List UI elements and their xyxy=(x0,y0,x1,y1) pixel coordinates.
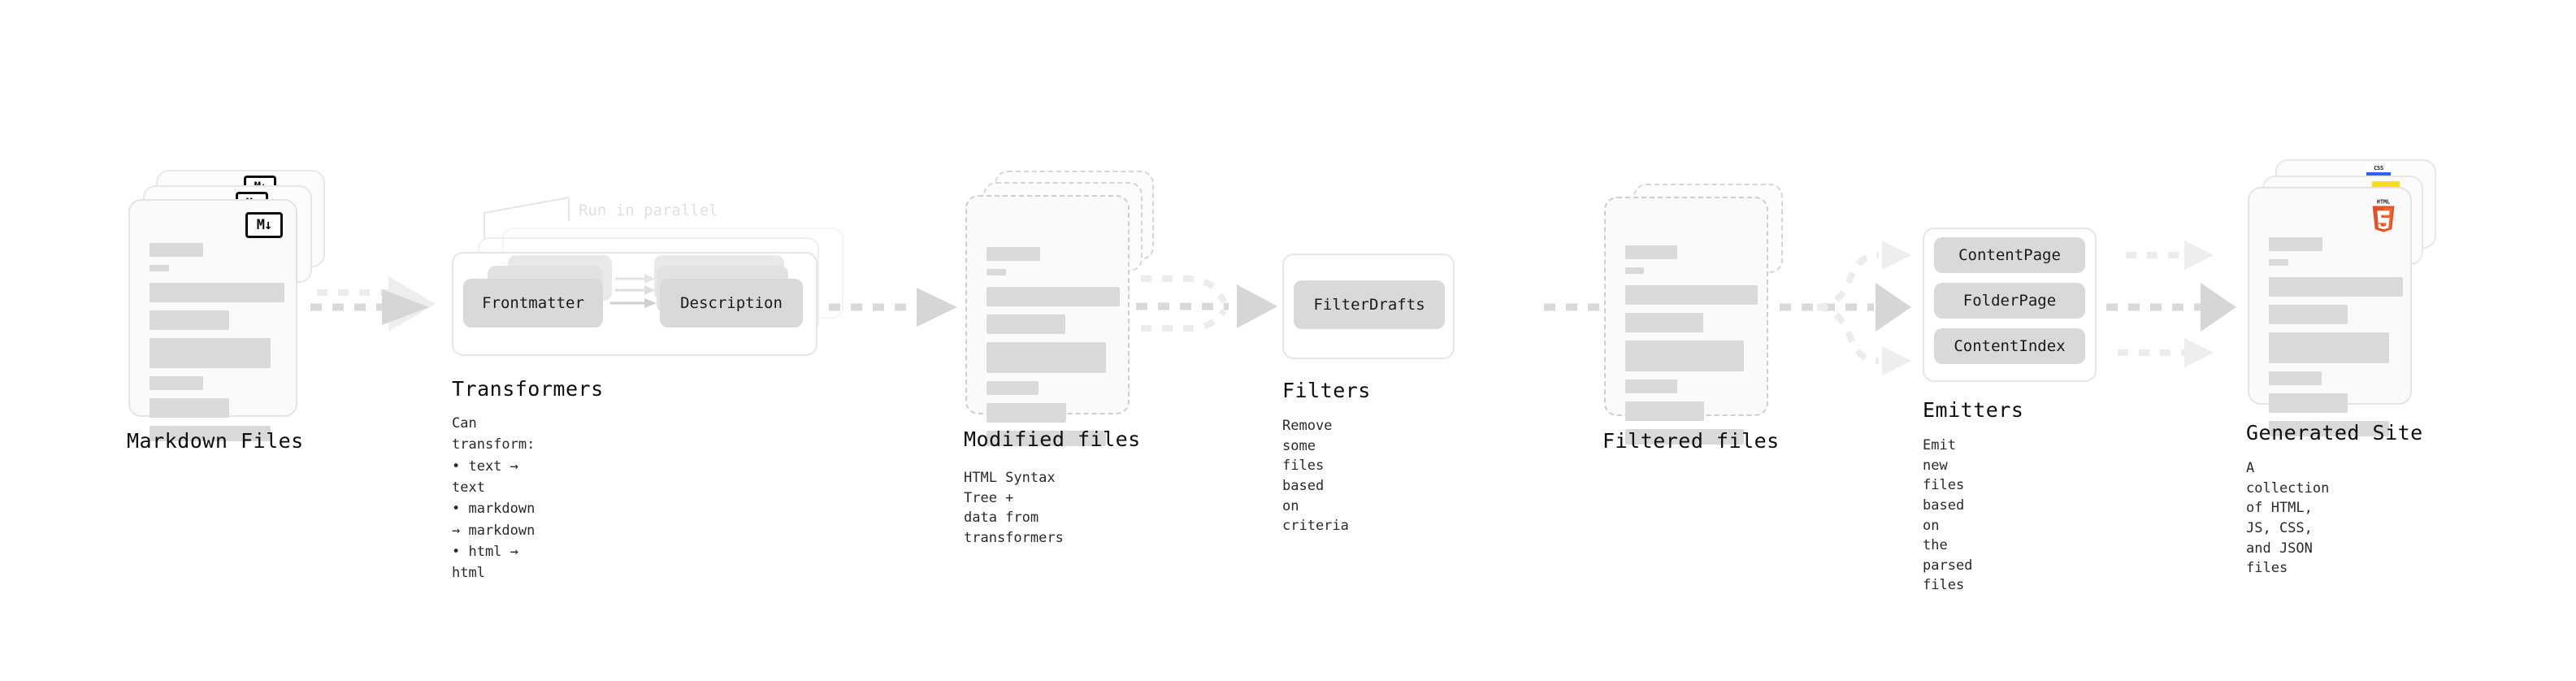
placeholder-line xyxy=(1625,313,1703,332)
placeholder-line xyxy=(1625,285,1758,305)
placeholder-line xyxy=(2269,371,2322,385)
arrow-modified-to-filters xyxy=(1136,275,1277,332)
transformer-pill-description[interactable]: Description xyxy=(660,279,803,327)
css-badge-label: CSS xyxy=(2374,165,2383,171)
emitter-pill-contentindex[interactable]: ContentIndex xyxy=(1934,328,2085,364)
placeholder-line xyxy=(2269,421,2389,436)
caption-sub-emitters: Emit new files based on the parsed files xyxy=(1923,437,1973,594)
placeholder-line xyxy=(2269,305,2348,324)
placeholder-line xyxy=(2269,237,2322,251)
placeholder-line xyxy=(987,269,1006,275)
placeholder-line xyxy=(150,243,203,257)
placeholder-lines xyxy=(150,243,284,449)
placeholder-line xyxy=(150,310,229,330)
placeholder-line xyxy=(987,381,1039,395)
caption-sub-modified-files: HTML Syntax Tree + data from transformer… xyxy=(964,470,1064,546)
placeholder-line xyxy=(150,283,284,302)
placeholder-line xyxy=(987,403,1066,423)
placeholder-line xyxy=(1625,401,1704,421)
placeholder-lines xyxy=(2269,237,2403,445)
filter-pill-filterdrafts[interactable]: FilterDrafts xyxy=(1294,280,1445,329)
arrow-emitters-to-site xyxy=(2106,241,2236,367)
markdown-badge-front: M↓ xyxy=(245,212,283,238)
caption-sub-generated-site: A collection of HTML, JS, CSS, and JSON … xyxy=(2246,460,2330,577)
placeholder-line xyxy=(2269,393,2348,413)
caption-sub-transformers: Can transform: • text → text • markdown … xyxy=(452,415,536,582)
placeholder-line xyxy=(987,431,1106,446)
arrow-transformers-to-modified xyxy=(829,288,957,327)
caption-title-filters: Filters xyxy=(1282,379,1371,402)
markdown-card-front: M↓ xyxy=(128,199,297,441)
placeholder-line xyxy=(987,247,1040,261)
css-badge: CSS xyxy=(2366,163,2391,176)
emitter-pill-folderpage[interactable]: FolderPage xyxy=(1934,283,2085,319)
placeholder-line xyxy=(150,376,203,390)
caption-title-emitters: Emitters xyxy=(1923,398,2024,422)
html5-icon: HTML xyxy=(2372,199,2395,232)
filtered-card-front xyxy=(1604,197,1768,445)
placeholder-line xyxy=(150,265,169,271)
css-badge-bar xyxy=(2366,172,2391,176)
placeholder-line xyxy=(1625,340,1744,371)
placeholder-line xyxy=(1625,429,1744,445)
placeholder-line xyxy=(987,342,1106,373)
caption-title-filtered-files: Filtered files xyxy=(1602,429,1780,453)
placeholder-line xyxy=(987,287,1120,306)
placeholder-lines xyxy=(1625,245,1758,453)
transformer-pill-frontmatter[interactable]: Frontmatter xyxy=(463,279,603,327)
placeholder-line xyxy=(1625,267,1644,274)
svg-text:HTML: HTML xyxy=(2377,199,2390,206)
placeholder-line xyxy=(1625,245,1677,259)
placeholder-line xyxy=(150,398,229,418)
caption-title-transformers: Transformers xyxy=(452,377,604,401)
arrow-filtered-to-emitters xyxy=(1780,241,1911,375)
modified-card-front xyxy=(965,195,1130,446)
placeholder-line xyxy=(2269,259,2288,266)
placeholder-line xyxy=(1625,380,1677,393)
caption-title-modified-files: Modified files xyxy=(964,427,1141,451)
placeholder-line xyxy=(2269,277,2403,297)
placeholder-line xyxy=(2269,332,2389,363)
arrow-markdown-to-transformers xyxy=(310,276,436,332)
caption-title-markdown-files: Markdown Files xyxy=(127,429,304,453)
placeholder-line xyxy=(150,338,271,368)
caption-sub-filters: Remove some files based on criteria xyxy=(1282,418,1349,535)
emitter-pill-contentpage[interactable]: ContentPage xyxy=(1934,237,2085,273)
placeholder-line xyxy=(150,426,271,441)
site-card-front: HTML xyxy=(2248,187,2412,436)
placeholder-line xyxy=(987,314,1065,334)
run-in-parallel-label: Run in parallel xyxy=(579,202,718,219)
placeholder-lines xyxy=(987,247,1120,454)
caption-title-generated-site: Generated Site xyxy=(2246,421,2423,445)
